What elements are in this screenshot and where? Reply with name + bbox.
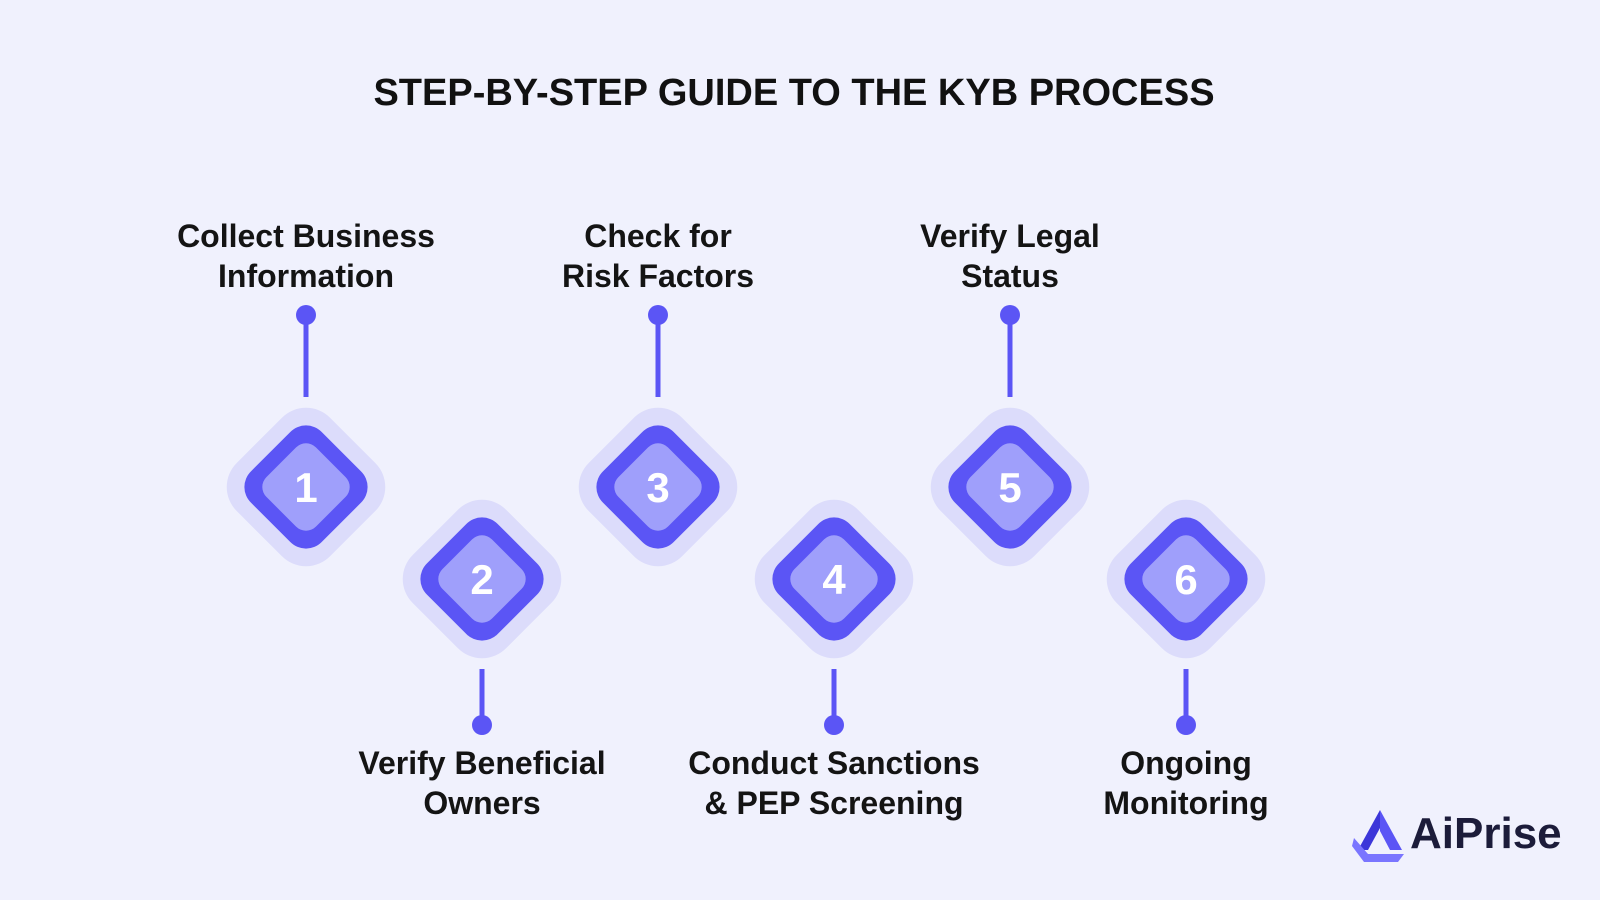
logo-text: AiPrise xyxy=(1410,809,1562,858)
step-label-line: Owners xyxy=(423,785,541,821)
step-label-line: Collect Business xyxy=(177,218,435,254)
step-connector-dot xyxy=(296,305,316,325)
aiprise-logo-icon xyxy=(1352,810,1404,862)
step-label-line: Monitoring xyxy=(1103,785,1269,821)
step-label-line: Check for xyxy=(584,218,732,254)
step-connector-dot xyxy=(648,305,668,325)
step-connector-dot xyxy=(1176,715,1196,735)
page-title: STEP-BY-STEP GUIDE TO THE KYB PROCESS xyxy=(373,72,1215,114)
step-diamond-inner xyxy=(262,443,350,531)
step-number: 5 xyxy=(998,464,1021,511)
step-label-line: Information xyxy=(218,258,394,294)
step-diamond-inner xyxy=(438,535,526,623)
step-number: 6 xyxy=(1174,556,1197,603)
step-1: 1 xyxy=(226,305,386,567)
step-label-line: Verify Beneficial xyxy=(358,745,606,781)
step-6: 6 xyxy=(1106,499,1266,735)
step-label-line: Ongoing xyxy=(1120,745,1252,781)
step-label-4: Conduct Sanctions & PEP Screening xyxy=(654,743,1014,823)
step-2: 2 xyxy=(402,499,562,735)
step-diamond-inner xyxy=(1142,535,1230,623)
step-connector-dot xyxy=(1000,305,1020,325)
step-connector-dot xyxy=(472,715,492,735)
step-number: 4 xyxy=(822,556,846,603)
step-number: 1 xyxy=(294,464,317,511)
step-label-line: Verify Legal xyxy=(920,218,1100,254)
step-4: 4 xyxy=(754,499,914,735)
step-number: 2 xyxy=(470,556,493,603)
step-connector-dot xyxy=(824,715,844,735)
step-diamond-inner xyxy=(966,443,1054,531)
aiprise-logo: AiPrise xyxy=(1350,804,1570,864)
step-label-line: & PEP Screening xyxy=(704,785,964,821)
step-3: 3 xyxy=(578,305,738,567)
step-number: 3 xyxy=(646,464,669,511)
step-5: 5 xyxy=(930,305,1090,567)
step-diamond-inner xyxy=(614,443,702,531)
step-label-line: Risk Factors xyxy=(561,258,755,294)
step-label-line: Conduct Sanctions xyxy=(688,745,980,781)
step-diamond-inner xyxy=(790,535,878,623)
step-label-line: Status xyxy=(961,258,1059,294)
